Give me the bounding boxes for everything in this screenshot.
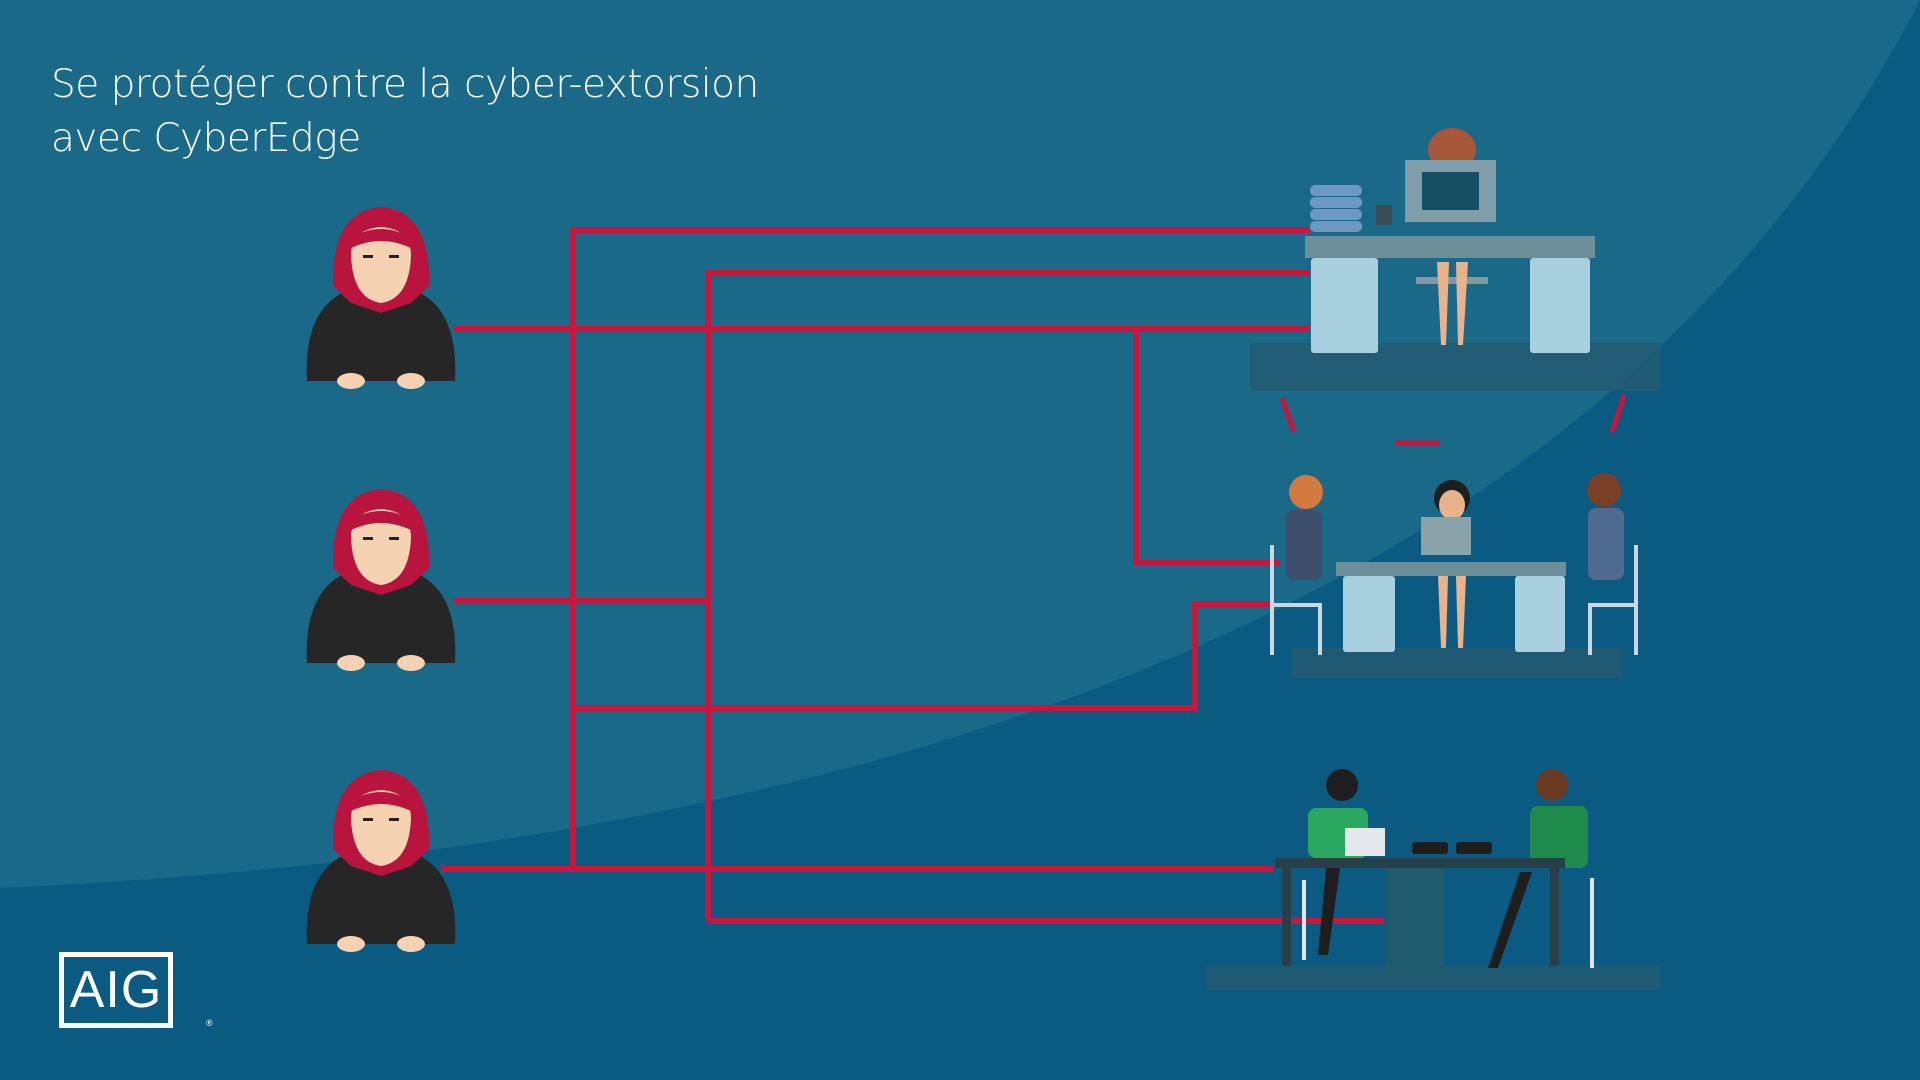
meeting-table-icon — [1270, 473, 1638, 678]
video-title: Se protéger contre la cyber-extorsion av… — [51, 58, 759, 166]
registered-mark: ® — [206, 1018, 213, 1028]
aig-logo: AIG — [59, 952, 173, 1028]
exclamation-icon — [1279, 394, 1627, 446]
office-desk-icon — [1250, 128, 1660, 391]
title-line-2: avec CyberEdge — [51, 116, 361, 161]
title-line-1: Se protéger contre la cyber-extorsion — [51, 62, 759, 107]
connection-lines — [441, 227, 1384, 924]
call-center-icon — [1206, 769, 1660, 990]
